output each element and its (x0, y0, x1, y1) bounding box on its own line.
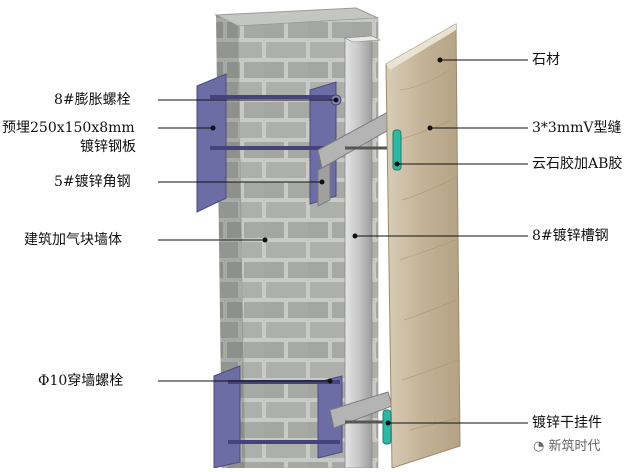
label-channel-steel: 8#镀锌槽钢 (532, 228, 609, 244)
embedded-plate-upper (196, 73, 227, 213)
label-ab-glue: 云石胶加AB胶 (532, 156, 623, 172)
label-v-joint: 3*3mmV型缝 (532, 120, 622, 136)
stone-panel (385, 23, 461, 469)
label-angle-steel: 5#镀锌角钢 (54, 174, 131, 190)
watermark: ◔ 新筑时代 (533, 435, 601, 454)
label-embedded-plate: 预埋250x150x8mm (2, 120, 135, 136)
label-aerated-block-wall: 建筑加气块墙体 (24, 232, 122, 248)
watermark-text: 新筑时代 (548, 439, 601, 454)
label-dry-hanger: 镀锌干挂件 (532, 415, 602, 431)
label-expansion-bolt: 8#膨胀螺栓 (54, 92, 131, 108)
ab-glue-clip-upper (392, 129, 402, 171)
label-through-wall-bolt: Φ10穿墙螺栓 (38, 373, 124, 389)
wechat-icon: ◔ (533, 439, 545, 454)
label-embedded-plate-material: 镀锌钢板 (80, 139, 136, 155)
ab-glue-clip-lower (382, 409, 392, 445)
label-stone: 石材 (532, 52, 560, 68)
leader-lines (158, 59, 528, 424)
